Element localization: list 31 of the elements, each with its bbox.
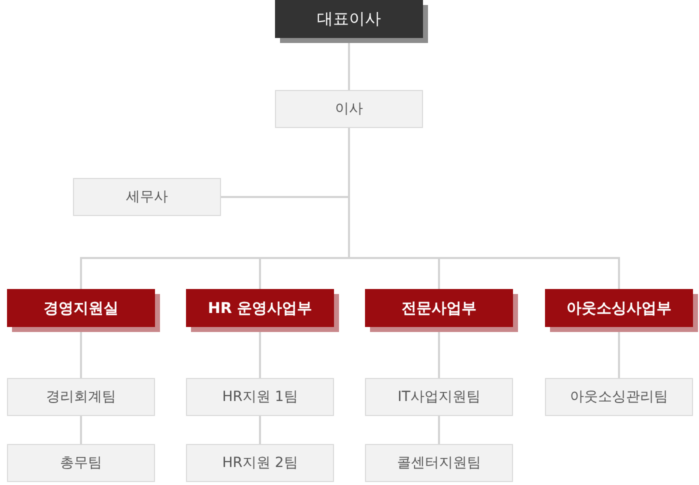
position-title: 대표이사	[317, 9, 381, 29]
team-name: 총무팀	[60, 454, 102, 472]
connector-line	[438, 416, 440, 444]
division-box	[7, 289, 155, 327]
team-box	[7, 378, 155, 416]
team-box	[545, 378, 693, 416]
division-box	[365, 289, 513, 327]
advisor-box	[73, 178, 221, 216]
team-name: 콜센터지원팀	[397, 454, 481, 472]
team-box	[365, 378, 513, 416]
director-box	[275, 90, 423, 128]
team-name: 아웃소싱관리팀	[570, 388, 668, 406]
team-name: IT사업지원팀	[398, 388, 480, 406]
team-box	[365, 444, 513, 482]
division-box	[545, 289, 693, 327]
team-box	[186, 378, 334, 416]
team-box	[186, 444, 334, 482]
position-title: 세무사	[126, 188, 168, 206]
team-name: HR지원 2팀	[222, 454, 298, 472]
connector-line	[80, 416, 82, 444]
division-name: 경영지원실	[44, 299, 118, 317]
division-name: 전문사업부	[402, 299, 476, 317]
team-name: 경리회계팀	[46, 388, 116, 406]
connector-line	[259, 416, 261, 444]
position-title: 이사	[335, 100, 363, 118]
ceo-box	[275, 0, 423, 38]
division-name: 아웃소싱사업부	[566, 299, 672, 317]
division-name: HR 운영사업부	[208, 299, 312, 317]
team-name: HR지원 1팀	[222, 388, 298, 406]
division-box	[186, 289, 334, 327]
team-box	[7, 444, 155, 482]
